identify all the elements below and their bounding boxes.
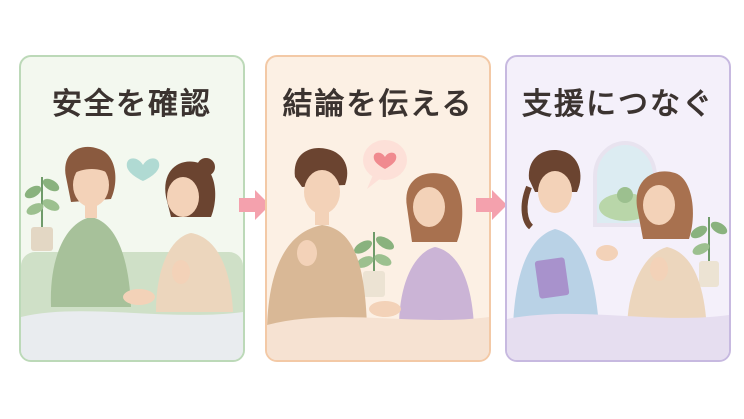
scene-illustration bbox=[507, 140, 729, 360]
person-left bbox=[50, 146, 131, 307]
person-right bbox=[627, 171, 707, 332]
speech-bubble-heart-icon bbox=[363, 140, 407, 189]
panel-title: 安全を確認 bbox=[52, 87, 212, 122]
arrow-right-icon bbox=[239, 190, 270, 220]
person-left bbox=[513, 150, 618, 327]
scene-illustration bbox=[21, 146, 243, 360]
panel-safety: 安全を確認 bbox=[19, 55, 245, 362]
panel-title: 支援につなぐ bbox=[522, 87, 714, 122]
plant-icon bbox=[353, 232, 395, 297]
person-right bbox=[399, 173, 474, 327]
panel-connect-support: 支援につなぐ bbox=[505, 55, 731, 362]
arrow-right-icon bbox=[476, 190, 507, 220]
scene-illustration bbox=[267, 140, 489, 360]
panel-tell-conclusion: 結論を伝える bbox=[265, 55, 491, 362]
heart-icon bbox=[126, 158, 160, 181]
person-right bbox=[156, 158, 233, 312]
plant-icon bbox=[24, 177, 60, 251]
panel-title: 結論を伝える bbox=[282, 87, 474, 122]
person-left bbox=[267, 147, 367, 327]
plant-icon bbox=[690, 217, 728, 287]
